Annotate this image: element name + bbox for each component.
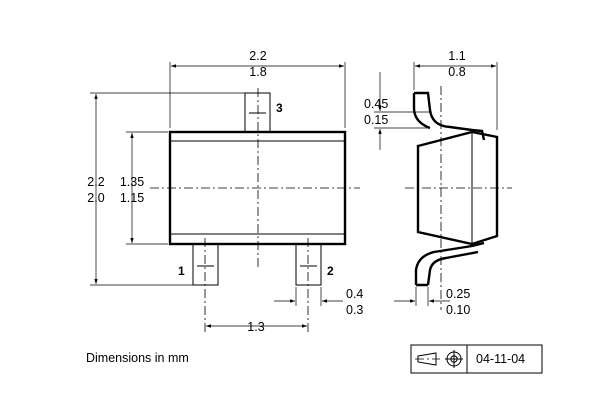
units-note: Dimensions in mm xyxy=(86,351,189,365)
lead-width-max-value: 0.4 xyxy=(346,287,363,301)
lead-3 xyxy=(244,92,271,133)
standoff-max-value: 0.45 xyxy=(364,97,388,111)
overall-height-min-value: 2.0 xyxy=(87,191,104,205)
width-max-value: 2.2 xyxy=(249,49,266,63)
pin-3-label: 3 xyxy=(276,101,283,115)
overall-height-max-value: 2.2 xyxy=(87,175,104,189)
pin-2-label: 2 xyxy=(327,264,334,278)
body-height-max-value: 1.35 xyxy=(120,175,144,189)
lead-1 xyxy=(192,243,219,286)
pin-1-label: 1 xyxy=(178,264,185,278)
body-height-min-value: 1.15 xyxy=(120,191,144,205)
width-min-value: 1.8 xyxy=(249,65,266,79)
lead-width-min-value: 0.3 xyxy=(346,303,363,317)
date-code: 04-11-04 xyxy=(476,352,525,366)
front-view: 3 1 2 2.2 1.8 2.2 2.0 1.35 1.15 1.3 0.4 … xyxy=(87,49,363,334)
title-block: 04-11-04 xyxy=(410,344,543,374)
lead-thickness-min-value: 0.10 xyxy=(446,303,470,317)
side-width-max-value: 1.1 xyxy=(448,49,465,63)
side-view: 1.1 0.8 0.45 0.15 0.25 0.10 xyxy=(364,49,512,317)
side-lead-top xyxy=(414,91,486,141)
lead-thickness-max-value: 0.25 xyxy=(446,287,470,301)
lead-2 xyxy=(295,243,322,286)
side-width-min-value: 0.8 xyxy=(448,65,465,79)
standoff-min-value: 0.15 xyxy=(364,113,388,127)
pitch-value: 1.3 xyxy=(247,320,264,334)
side-lead-bottom xyxy=(414,241,485,285)
projection-symbol-icon xyxy=(415,350,463,368)
